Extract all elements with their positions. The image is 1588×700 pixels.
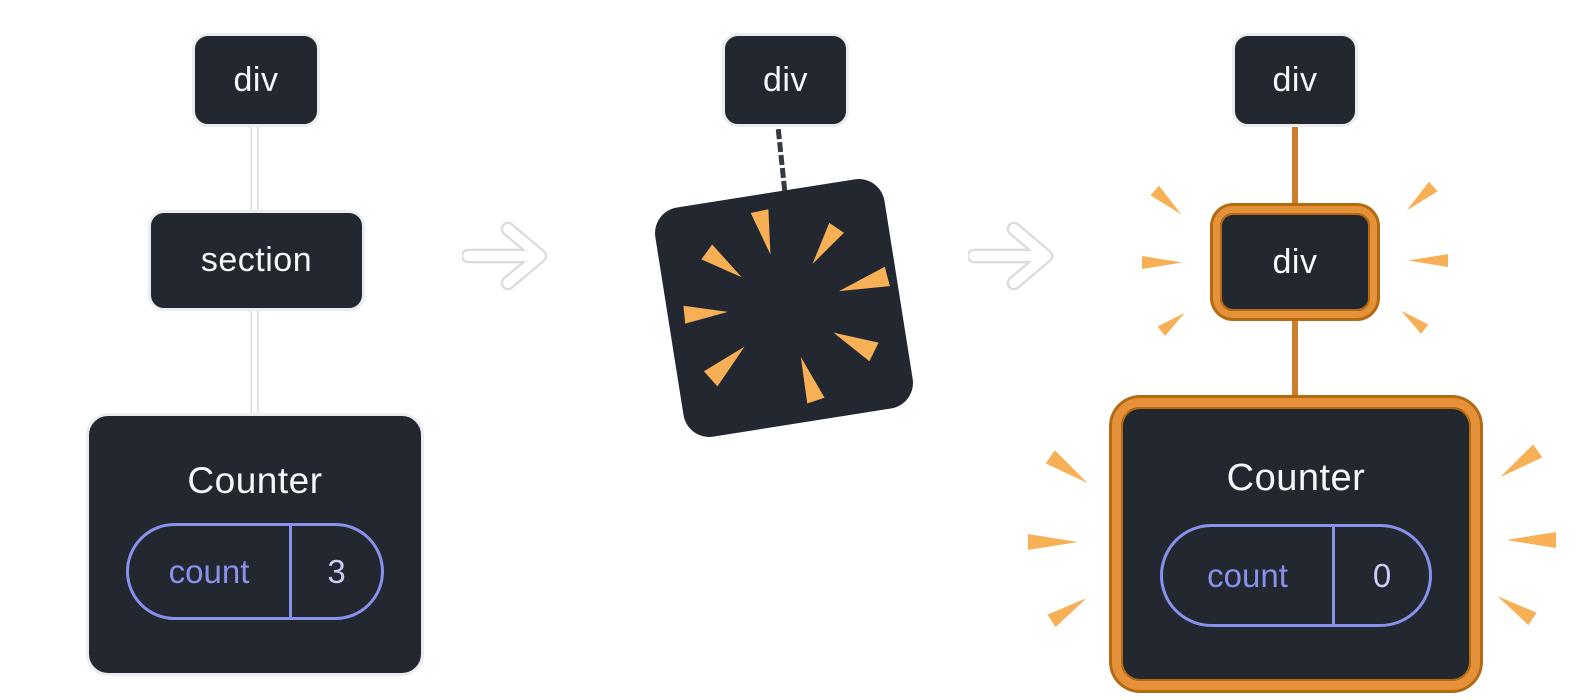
transition-root-label: div [763, 60, 808, 99]
burst-shard-icon [1142, 256, 1182, 269]
before-root-node: div [192, 33, 320, 127]
burst-shard-icon [1150, 186, 1185, 220]
arrow-right-icon [462, 221, 548, 291]
after-counter-title: Counter [1226, 457, 1366, 499]
burst-shard-icon [1046, 450, 1093, 489]
destroyed-section-node [651, 175, 917, 441]
explosion-burst-icon [683, 209, 890, 404]
after-div-node-highlighted: div [1213, 206, 1377, 318]
before-state-pill: count 3 [126, 523, 384, 620]
before-connector-root-child [252, 125, 257, 213]
burst-shard-icon [1496, 444, 1543, 483]
burst-shard-icon [1506, 532, 1556, 548]
after-connector-child-component [1292, 316, 1298, 402]
after-root-node: div [1232, 33, 1358, 127]
burst-shard-icon [1493, 590, 1536, 625]
before-state-label: count [168, 552, 250, 590]
arrow-right-icon [968, 221, 1054, 291]
after-root-label: div [1272, 60, 1318, 99]
before-state-value: 3 [327, 552, 346, 590]
before-connector-child-component [252, 309, 257, 416]
after-state-value: 0 [1372, 556, 1392, 594]
burst-shard-icon [1028, 534, 1078, 550]
pill-divider [289, 526, 293, 617]
before-counter-title: Counter [187, 460, 323, 501]
burst-shard-icon [1402, 182, 1437, 216]
after-state-pill: count 0 [1160, 524, 1432, 627]
burst-shard-icon [1047, 592, 1090, 627]
before-root-label: div [233, 60, 279, 99]
after-state-label: count [1207, 556, 1288, 594]
after-div-label: div [1272, 242, 1318, 281]
after-counter-component-highlighted: Counter count 0 [1112, 398, 1480, 690]
before-section-label: section [200, 241, 313, 279]
burst-shard-icon [1408, 254, 1448, 267]
transition-root-node: div [722, 33, 849, 127]
pill-divider [1332, 527, 1336, 624]
before-section-node: section [148, 210, 365, 311]
burst-shard-icon [1397, 306, 1428, 334]
dashed-connector [775, 128, 788, 192]
before-counter-component: Counter count 3 [86, 413, 424, 676]
after-connector-root-child [1292, 125, 1298, 209]
burst-shard-icon [1157, 308, 1188, 336]
